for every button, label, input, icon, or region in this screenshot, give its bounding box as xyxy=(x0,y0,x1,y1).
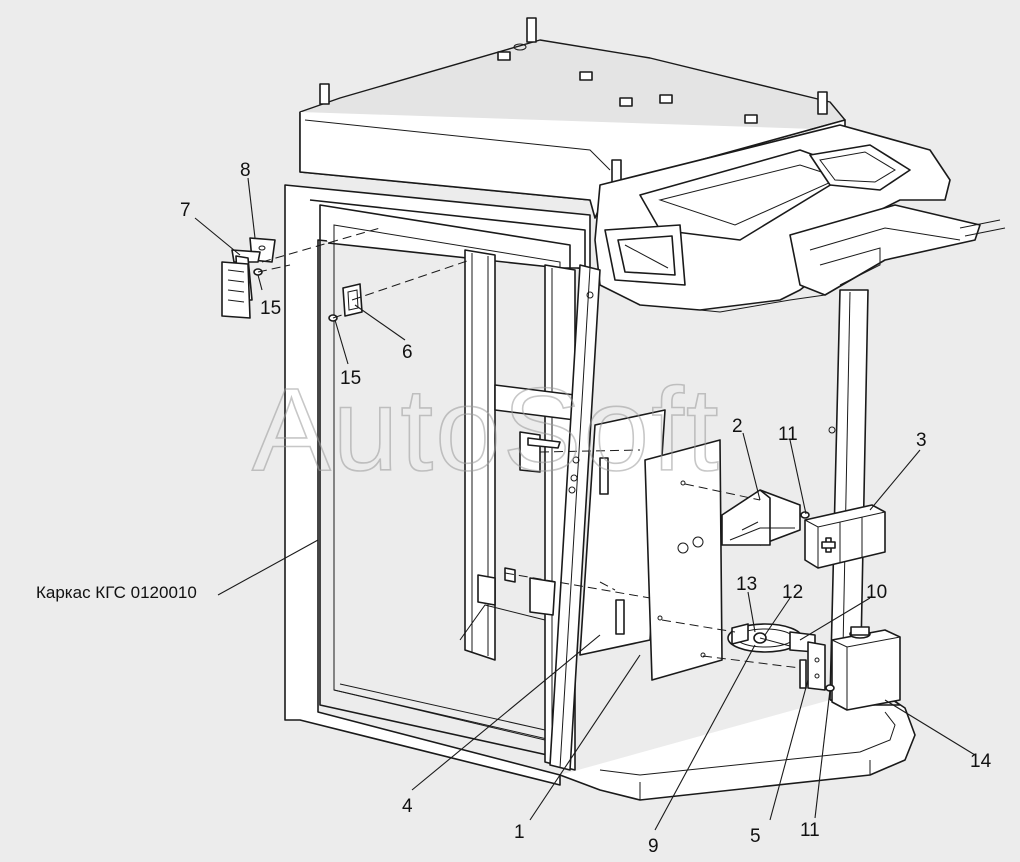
callout-10: 10 xyxy=(866,582,887,603)
callout-11-bottom: 11 xyxy=(800,820,820,841)
callout-9: 9 xyxy=(648,836,659,857)
first-aid-cross-icon xyxy=(821,537,836,553)
callout-11-top: 11 xyxy=(778,424,798,445)
part-4-side-panel xyxy=(579,409,666,656)
callout-15-bottom: 15 xyxy=(340,368,361,389)
part-5-bolt xyxy=(799,659,807,689)
part-10-bracket xyxy=(789,631,826,691)
front-pillar xyxy=(549,264,601,771)
callout-labels: 1 2 3 4 5 6 7 8 9 10 11 11 12 13 14 15 1… xyxy=(36,160,992,857)
part-14-canister xyxy=(831,626,901,711)
callout-5: 5 xyxy=(750,826,761,847)
part-12-clamp-screw xyxy=(753,632,791,647)
callout-3: 3 xyxy=(916,430,927,451)
cabin-floor xyxy=(559,697,916,801)
callout-14: 14 xyxy=(970,751,992,772)
assembly-lines xyxy=(257,227,801,669)
ceiling-console xyxy=(594,124,1006,313)
watermark-text: AutoSoft xyxy=(252,364,721,496)
part-3-first-aid-kit xyxy=(804,504,886,569)
leader-lines xyxy=(194,177,976,831)
callout-15-top: 15 xyxy=(260,298,281,319)
callout-7: 7 xyxy=(180,200,191,221)
wall-brackets xyxy=(477,431,561,616)
assembly-label: Каркас КГС 0120010 xyxy=(36,583,197,602)
callout-2: 2 xyxy=(732,416,743,437)
callout-6: 6 xyxy=(402,342,413,363)
callout-1: 1 xyxy=(514,822,525,843)
callout-12: 12 xyxy=(782,582,803,603)
part-2-kit-bracket xyxy=(721,489,801,546)
callout-8: 8 xyxy=(240,160,251,181)
callout-4: 4 xyxy=(402,796,413,817)
callout-13: 13 xyxy=(736,574,757,595)
cabin-roof xyxy=(299,17,846,219)
part-7-handle xyxy=(221,249,261,319)
